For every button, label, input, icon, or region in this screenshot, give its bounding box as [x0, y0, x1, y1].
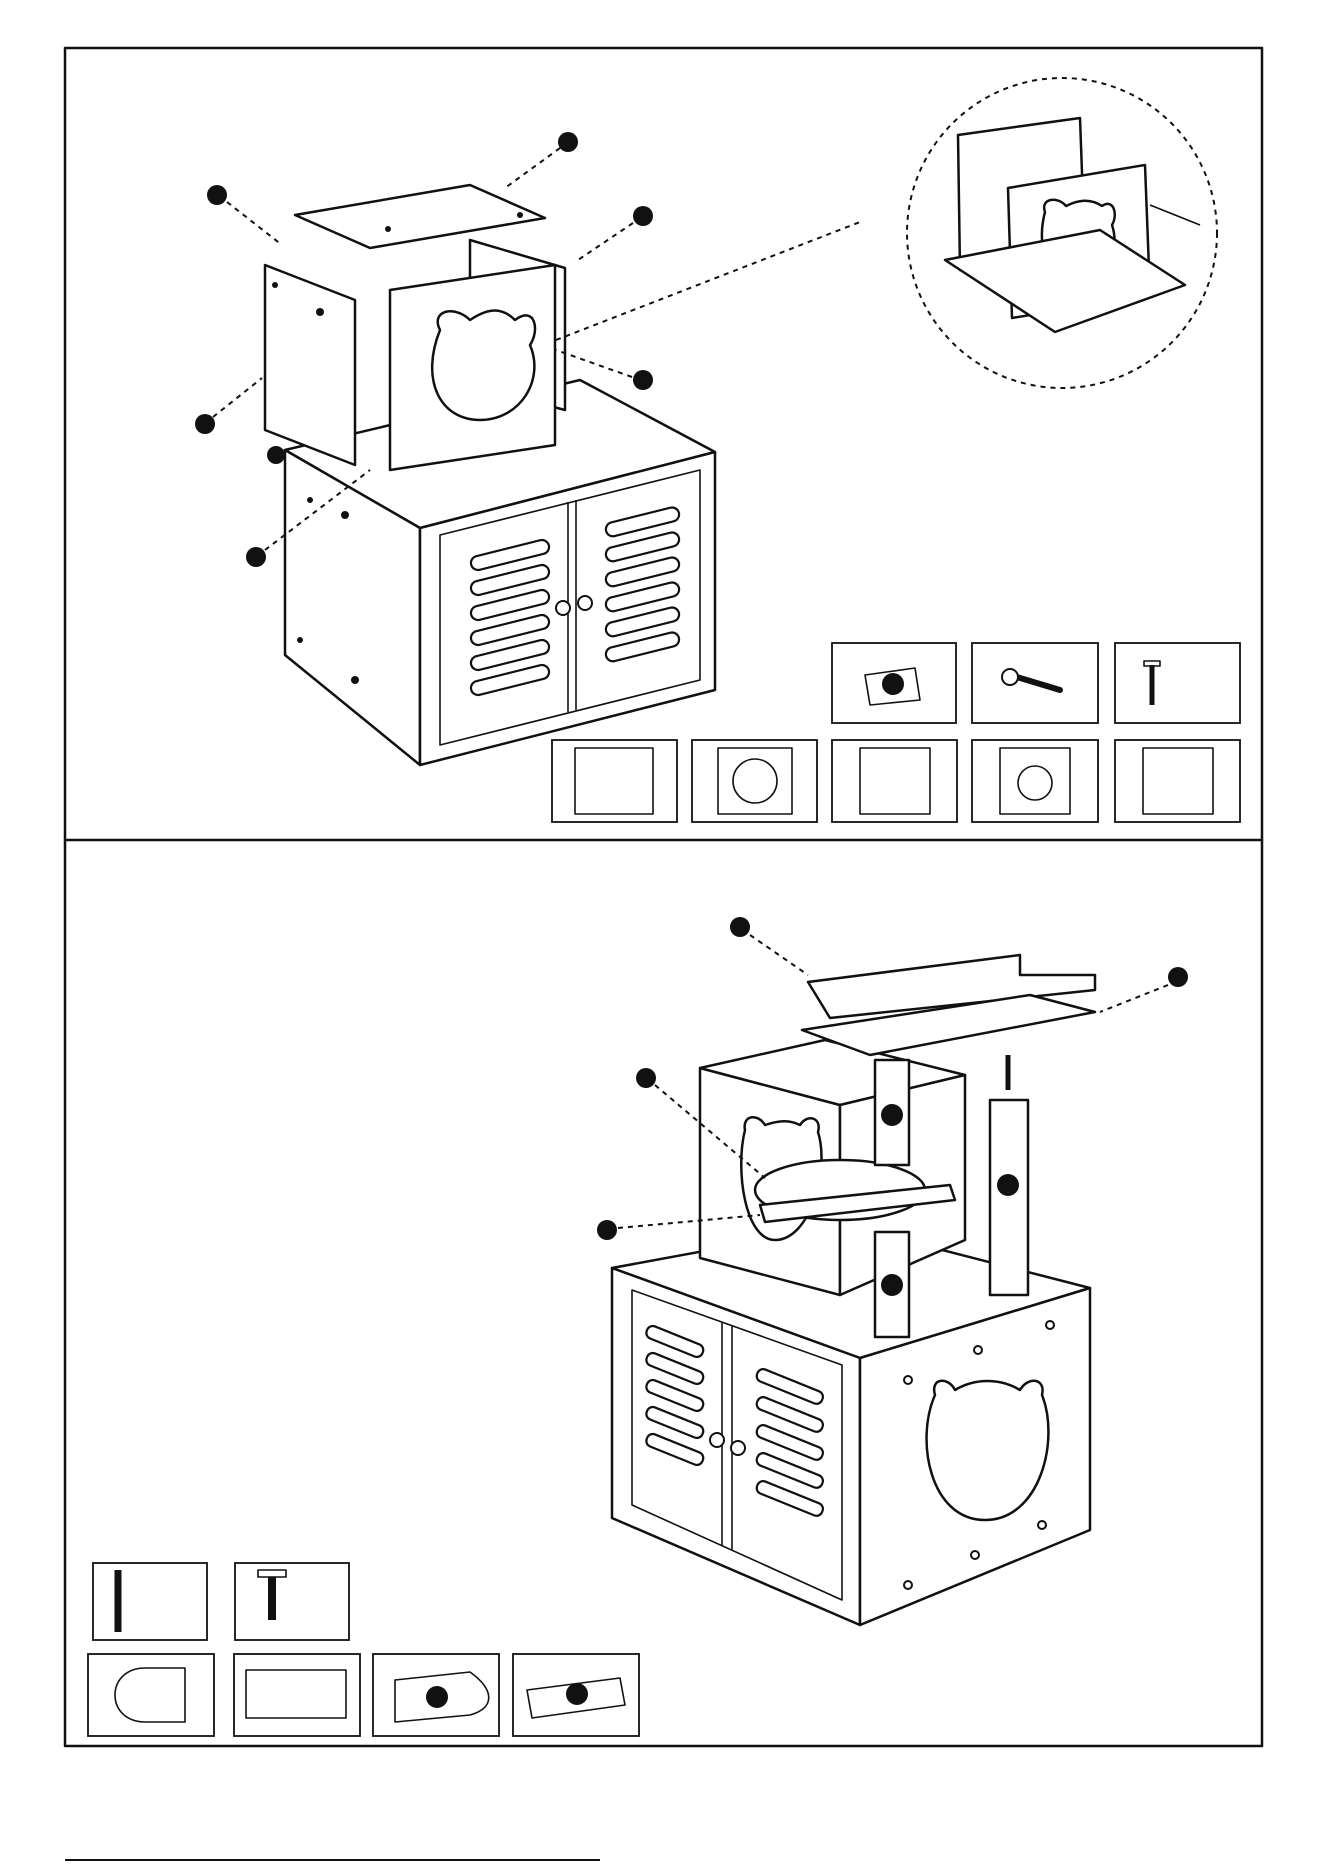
- step-2-illustration: [88, 917, 1188, 1736]
- tall-post: [990, 1100, 1028, 1295]
- door-knob-icon: [578, 596, 592, 610]
- callout-cat-platform: [636, 1068, 656, 1088]
- step-1-illustration: [195, 78, 1240, 822]
- wood-screw-icon: [1115, 643, 1240, 723]
- callout-left-upper: [207, 185, 227, 205]
- callout-rear-panel: [633, 206, 653, 226]
- threaded-rod-icon: [93, 1563, 207, 1640]
- callout-front-cat-panel: [633, 370, 653, 390]
- top-boards: [802, 955, 1095, 1055]
- rect-board-icon: [234, 1654, 360, 1736]
- door-knob-icon: [731, 1441, 745, 1455]
- upper-box: [265, 185, 565, 470]
- callout-platform-dowel: [597, 1220, 617, 1240]
- cat-head-panel-icon: [972, 740, 1098, 822]
- round-hole-panel-icon: [692, 740, 817, 822]
- step-1-hardware: [832, 643, 1240, 723]
- callout-left-side-panel: [195, 414, 215, 434]
- rounded-shelf-icon: [88, 1654, 214, 1736]
- callout-cam-lock-top: [267, 446, 285, 464]
- bolt-icon: [235, 1563, 349, 1640]
- square-panel-holes-icon: [552, 740, 677, 822]
- step-2-panels: [88, 1654, 639, 1736]
- blank-panel-icon: [1115, 740, 1240, 822]
- detail-magnifier: [907, 78, 1217, 388]
- callout-upper-slotted-board: [730, 917, 750, 937]
- square-panel-plain-icon: [832, 740, 957, 822]
- callout-lower-board: [1168, 967, 1188, 987]
- door-knob-icon: [710, 1433, 724, 1447]
- callout-dowel: [246, 547, 266, 567]
- step-2-hardware: [93, 1563, 349, 1640]
- callout-top-board: [558, 132, 578, 152]
- door-knob-icon: [556, 601, 570, 615]
- step-1-panels: [552, 740, 1240, 822]
